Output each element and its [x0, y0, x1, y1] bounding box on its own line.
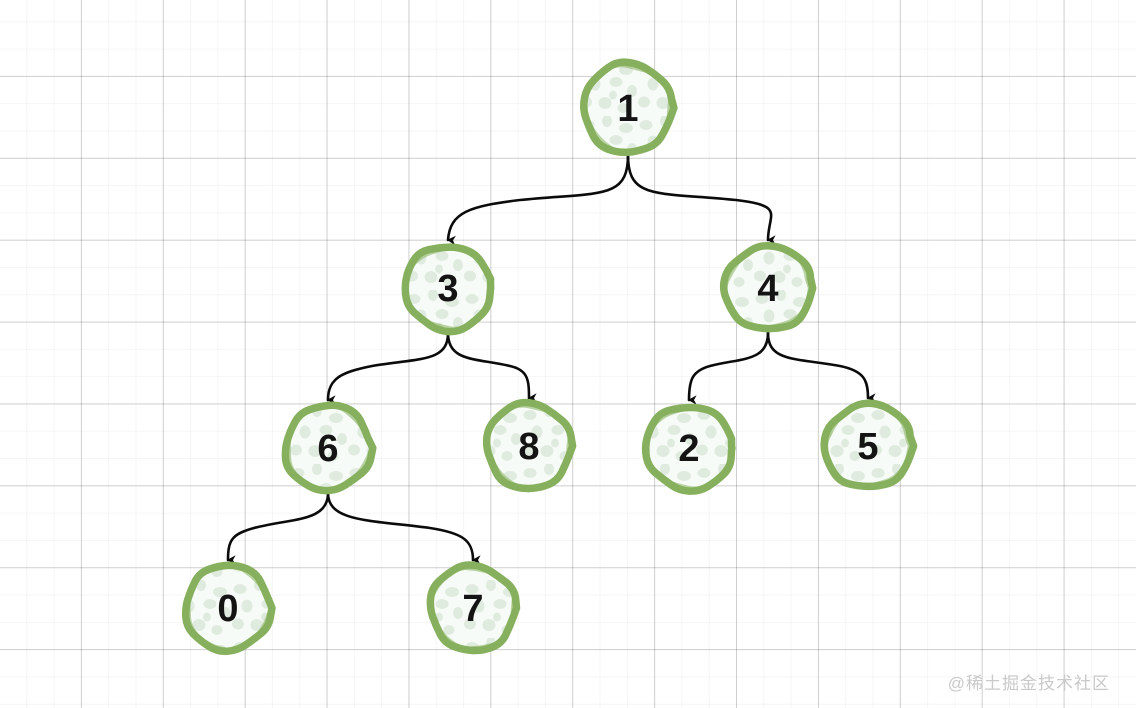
edge-line	[326, 491, 481, 565]
node-outline-sketch	[723, 244, 813, 331]
edge-line	[766, 331, 876, 403]
node-fill	[584, 64, 672, 152]
node-label: 0	[217, 588, 238, 630]
edge-line	[446, 331, 537, 403]
node-outline-sketch	[286, 404, 374, 493]
nodes-layer: 1 3 4 6 8 2 5 0 7	[181, 58, 918, 656]
edge-n1-to-n3	[446, 153, 630, 246]
node-fill	[826, 404, 910, 488]
node-outline-sketch	[483, 403, 572, 490]
tree-node-7[interactable]: 7	[426, 561, 521, 655]
edge-line	[687, 331, 770, 405]
tree-node-4[interactable]: 4	[719, 241, 817, 333]
node-label: 7	[462, 588, 483, 630]
node-label: 1	[617, 88, 638, 130]
edge-line	[446, 153, 630, 246]
node-label: 2	[678, 428, 699, 470]
node-outline-sketch	[427, 565, 516, 651]
tree-node-3[interactable]: 3	[401, 243, 495, 336]
tree-node-1[interactable]: 1	[580, 58, 678, 157]
edge-n4-to-n2	[687, 331, 770, 405]
edge-line	[626, 153, 776, 245]
node-label: 8	[518, 426, 539, 468]
tree-node-5[interactable]: 5	[820, 399, 918, 491]
node-label: 5	[857, 426, 878, 468]
node-outline-sketch	[645, 404, 736, 491]
edge-n3-to-n8	[446, 331, 537, 403]
edge-n6-to-n7	[326, 491, 481, 565]
node-label: 4	[757, 268, 778, 310]
node-fill	[647, 406, 731, 490]
watermark-label: @稀土掘金技术社区	[947, 674, 1110, 693]
edges-layer	[226, 153, 876, 565]
node-outline-sketch	[823, 401, 912, 490]
edge-n6-to-n0	[226, 491, 330, 565]
node-label: 3	[437, 268, 458, 310]
tree-node-2[interactable]: 2	[641, 403, 736, 495]
node-label: 6	[317, 428, 338, 470]
edge-line	[226, 491, 330, 565]
edge-n4-to-n5	[766, 331, 876, 403]
node-fill	[406, 246, 490, 330]
node-fill	[286, 406, 370, 490]
node-outline-sketch	[186, 564, 274, 653]
node-fill	[186, 566, 270, 650]
tree-node-8[interactable]: 8	[482, 398, 577, 493]
node-fill	[726, 246, 810, 330]
edge-line	[326, 331, 450, 405]
node-fill	[487, 404, 571, 488]
node-outline-sketch	[404, 245, 495, 331]
node-outline-sketch	[581, 63, 673, 154]
edge-n1-to-n4	[626, 153, 776, 245]
node-fill	[431, 566, 515, 650]
tree-node-6[interactable]: 6	[281, 401, 377, 495]
tree-node-0[interactable]: 0	[181, 561, 276, 656]
edge-n3-to-n6	[326, 331, 450, 405]
